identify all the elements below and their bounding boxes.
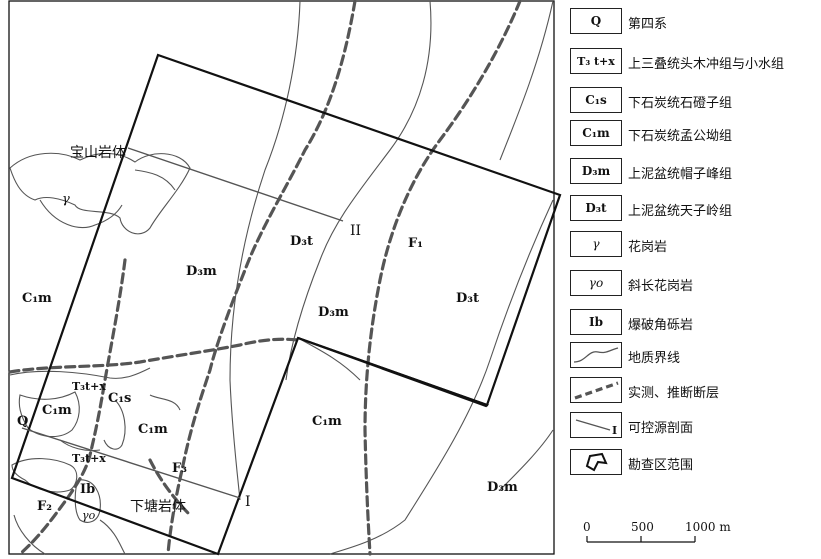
legend-swatch: γ — [570, 231, 622, 257]
legend-item-plagiogranite: γo 斜长花岗岩 — [570, 270, 821, 296]
label-Ib: Ib — [80, 482, 96, 497]
label-d3m-mid: D₃m — [318, 305, 349, 320]
map-frame — [8, 0, 555, 555]
legend-item-d3m: D₃m 上泥盆统帽子峰组 — [570, 158, 821, 184]
survey-area-icon — [570, 449, 622, 475]
legend-swatch: C₁s — [570, 87, 622, 113]
scale-tick-0: 0 — [583, 520, 591, 534]
legend-item-t3: T₃ t+x 上三叠统头木冲组与小水组 — [570, 48, 821, 74]
legend-swatch: γo — [570, 270, 622, 296]
label-d3m-left: D₃m — [186, 264, 217, 279]
profile-line-I — [21, 427, 241, 499]
legend-item-profile: I 可控源剖面 — [570, 412, 821, 438]
label-profile-II: II — [350, 223, 362, 239]
legend-swatch: Q — [570, 8, 622, 34]
label-Q: Q — [17, 414, 29, 429]
scale-bar-line — [586, 536, 696, 543]
legend-swatch: D₃t — [570, 195, 622, 221]
label-gamma-o: γo — [82, 509, 96, 522]
label-c1m-left: C₁m — [22, 291, 52, 306]
legend-item-c1s: C₁s 下石炭统石磴子组 — [570, 87, 821, 113]
label-F3: F₃ — [172, 461, 187, 476]
profile-line-II — [127, 147, 344, 222]
fault-icon — [570, 377, 622, 403]
label-d3t-right: D₃t — [456, 291, 479, 306]
legend-label: 爆破角砾岩 — [628, 318, 694, 333]
label-profile-I: I — [245, 494, 251, 510]
label-F2: F₂ — [37, 499, 52, 514]
scale-bar: 0 500 1000 m — [583, 520, 743, 550]
legend-item-survey-area: 勘查区范围 — [570, 449, 821, 475]
legend-label: 斜长花岗岩 — [628, 279, 694, 294]
label-c1s: C₁s — [108, 391, 132, 406]
legend-label: 实测、推断断层 — [628, 386, 720, 401]
label-c1m-lower: C₁m — [42, 403, 72, 418]
legend-item-fault: 实测、推断断层 — [570, 377, 821, 403]
label-t3-a: T₃t+x — [72, 380, 106, 393]
legend-swatch: T₃ t+x — [570, 48, 622, 74]
csamt-profiles — [21, 147, 344, 499]
label-c1m-center: C₁m — [312, 414, 342, 429]
scale-tick-500: 500 — [631, 520, 654, 534]
legend-item-breccia: Ib 爆破角砾岩 — [570, 309, 821, 335]
legend: Q 第四系 T₃ t+x 上三叠统头木冲组与小水组 C₁s 下石炭统石磴子组 C… — [570, 0, 821, 559]
label-c1m-lower2: C₁m — [138, 422, 168, 437]
label-xiatang-pluton: 下塘岩体 — [130, 499, 186, 515]
label-d3m-lowright: D₃m — [487, 480, 518, 495]
legend-label: 上泥盆统天子岭组 — [628, 204, 733, 219]
label-d3t-mid: D₃t — [290, 234, 313, 249]
legend-label: 勘查区范围 — [628, 458, 694, 473]
label-t3-b: T₃t+x — [72, 452, 106, 465]
geologic-boundaries — [9, 0, 554, 555]
legend-label: 上泥盆统帽子峰组 — [628, 167, 733, 182]
legend-label: 上三叠统头木冲组与小水组 — [628, 57, 785, 72]
faults — [8, 0, 522, 556]
legend-label: 可控源剖面 — [628, 421, 694, 436]
scale-tick-1000: 1000 m — [685, 520, 731, 534]
label-baoshan-pluton: 宝山岩体 — [70, 145, 126, 161]
legend-label: 第四系 — [628, 17, 668, 32]
svg-text:I: I — [612, 424, 617, 436]
legend-label: 下石炭统石磴子组 — [628, 96, 733, 111]
legend-item-d3t: D₃t 上泥盆统天子岭组 — [570, 195, 821, 221]
legend-swatch: Ib — [570, 309, 622, 335]
legend-item-boundary: 地质界线 — [570, 342, 821, 368]
legend-label: 花岗岩 — [628, 240, 668, 255]
legend-swatch: D₃m — [570, 158, 622, 184]
legend-item-quaternary: Q 第四系 — [570, 8, 821, 34]
survey-area-lower — [297, 336, 490, 408]
survey-areas — [10, 53, 562, 556]
legend-label: 地质界线 — [628, 351, 681, 366]
label-gamma: γ — [62, 192, 70, 207]
label-F1: F₁ — [408, 236, 423, 251]
legend-swatch: C₁m — [570, 120, 622, 146]
geologic-boundary-icon — [570, 342, 622, 368]
legend-item-c1m: C₁m 下石炭统孟公坳组 — [570, 120, 821, 146]
legend-item-granite: γ 花岗岩 — [570, 231, 821, 257]
csamt-profile-icon: I — [570, 412, 622, 438]
legend-label: 下石炭统孟公坳组 — [628, 129, 733, 144]
